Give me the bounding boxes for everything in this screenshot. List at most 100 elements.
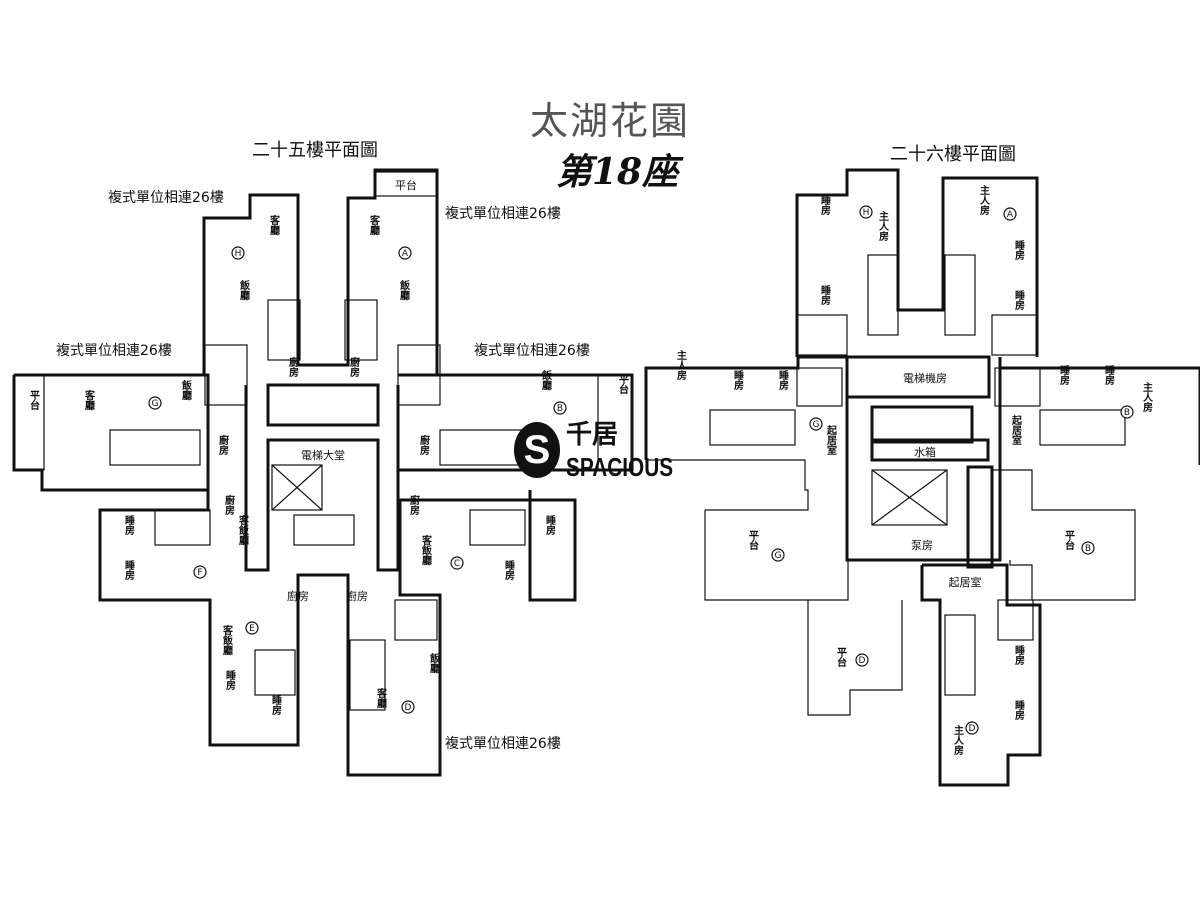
unit-marker: D	[401, 700, 415, 714]
svg-text:F: F	[197, 568, 202, 578]
unit-marker: G	[771, 548, 785, 562]
floor26-title: 二十六樓平面圖	[890, 144, 1016, 165]
block-number: 第18座	[556, 151, 679, 193]
duplex-note: 複式單位相連26樓	[445, 205, 561, 222]
unit-marker: G	[148, 396, 162, 410]
room-living: 客廳	[368, 214, 381, 236]
unit-marker: H	[231, 246, 245, 260]
room-bedroom: 睡房	[819, 284, 831, 306]
svg-text:B: B	[1085, 544, 1091, 554]
svg-text:G: G	[152, 399, 159, 409]
room-bedroom: 睡房	[1013, 699, 1025, 721]
svg-text:H: H	[863, 208, 870, 218]
room-bedroom: 睡房	[544, 514, 556, 536]
watermark-chinese: 千居	[566, 420, 619, 450]
unit-marker: C	[450, 556, 464, 570]
svg-text:D: D	[969, 724, 976, 734]
room-kitchen: 廚房	[287, 589, 309, 603]
room-dining: 飯廳	[540, 369, 553, 391]
svg-text:B: B	[557, 404, 563, 414]
room-master-bedroom: 主人房	[675, 349, 687, 381]
room-bedroom: 睡房	[1013, 644, 1025, 666]
room-master-bedroom: 主人房	[978, 184, 990, 216]
room-bedroom: 睡房	[123, 514, 135, 536]
room-kitchen: 廚房	[348, 356, 360, 378]
duplex-note: 複式單位相連26樓	[445, 735, 561, 752]
floor25-walls	[12, 168, 634, 777]
room-family: 起居室	[1010, 414, 1023, 445]
room-master-bedroom: 主人房	[877, 210, 889, 242]
room-terrace: 平台	[835, 647, 847, 668]
room-bedroom: 睡房	[123, 559, 135, 581]
spacious-logo-icon: S	[514, 422, 560, 478]
svg-text:C: C	[454, 559, 460, 569]
room-bedroom: 睡房	[777, 369, 789, 391]
room-living: 客廳	[83, 389, 96, 411]
room-terrace: 平台	[1063, 530, 1075, 551]
unit-marker: A	[398, 246, 412, 260]
estate-name: 太湖花園	[530, 99, 691, 143]
unit-marker: G	[809, 417, 823, 431]
room-kitchen: 廚房	[418, 434, 430, 456]
unit-marker: D	[965, 721, 979, 735]
lift-lobby: 電梯大堂	[301, 448, 345, 462]
room-terrace: 平台	[617, 374, 629, 395]
room-living: 客廳	[268, 214, 281, 236]
room-living: 客廳	[375, 687, 388, 709]
room-master-bedroom: 主人房	[1141, 381, 1153, 413]
duplex-note: 複式單位相連26樓	[474, 342, 590, 359]
room-dining: 飯廳	[398, 279, 411, 301]
duplex-note: 複式單位相連26樓	[108, 189, 224, 206]
svg-text:A: A	[402, 249, 409, 259]
room-terrace: 平台	[28, 390, 40, 411]
floor25-title: 二十五樓平面圖	[252, 140, 378, 161]
room-master-bedroom: 主人房	[952, 724, 964, 756]
room-kitchen: 廚房	[287, 356, 299, 378]
room-living-dining: 客飯廳	[420, 534, 433, 566]
unit-marker: B	[553, 401, 567, 415]
unit-marker: A	[1003, 207, 1017, 221]
svg-text:E: E	[249, 624, 255, 634]
room-family: 起居室	[949, 575, 982, 589]
unit-marker: D	[855, 653, 869, 667]
room-living-dining: 客飯廳	[221, 624, 234, 656]
room-kitchen: 廚房	[217, 434, 229, 456]
room-bedroom: 睡房	[1013, 239, 1025, 261]
room-family: 起居室	[825, 424, 838, 455]
unit-marker: E	[245, 621, 259, 635]
water-tank: 水箱	[914, 445, 936, 459]
room-bedroom: 睡房	[503, 559, 515, 581]
room-bedroom: 睡房	[732, 369, 744, 391]
room-bedroom: 睡房	[819, 194, 831, 216]
room-living-dining: 客飯廳	[237, 514, 250, 546]
floor26-walls	[644, 168, 1200, 787]
svg-text:A: A	[1007, 210, 1014, 220]
svg-text:H: H	[235, 249, 242, 259]
room-dining: 飯廳	[238, 279, 251, 301]
spacious-watermark: S 千居 SPACIOUS	[514, 420, 694, 486]
room-kitchen: 廚房	[223, 494, 235, 516]
room-bedroom: 睡房	[1013, 289, 1025, 311]
room-kitchen: 廚房	[408, 494, 420, 516]
pump-room: 泵房	[911, 539, 933, 552]
room-terrace: 平台	[395, 178, 417, 192]
water-tank: 水箱	[975, 492, 988, 514]
room-bedroom: 睡房	[224, 669, 236, 691]
svg-text:G: G	[813, 420, 820, 430]
svg-text:D: D	[859, 656, 866, 666]
room-kitchen: 廚房	[346, 589, 368, 603]
unit-marker: F	[193, 565, 207, 579]
svg-text:D: D	[405, 703, 412, 713]
svg-text:G: G	[775, 551, 782, 561]
room-bedroom: 睡房	[1103, 364, 1115, 386]
room-terrace: 平台	[747, 530, 759, 551]
lift-machine-room: 電梯機房	[903, 371, 947, 385]
svg-text:B: B	[1124, 408, 1130, 418]
room-dining: 飯廳	[180, 379, 193, 401]
room-bedroom: 睡房	[1058, 364, 1070, 386]
room-bedroom: 睡房	[270, 694, 282, 716]
unit-marker: B	[1120, 405, 1134, 419]
duplex-note: 複式單位相連26樓	[56, 342, 172, 359]
room-dining: 飯廳	[428, 652, 441, 674]
